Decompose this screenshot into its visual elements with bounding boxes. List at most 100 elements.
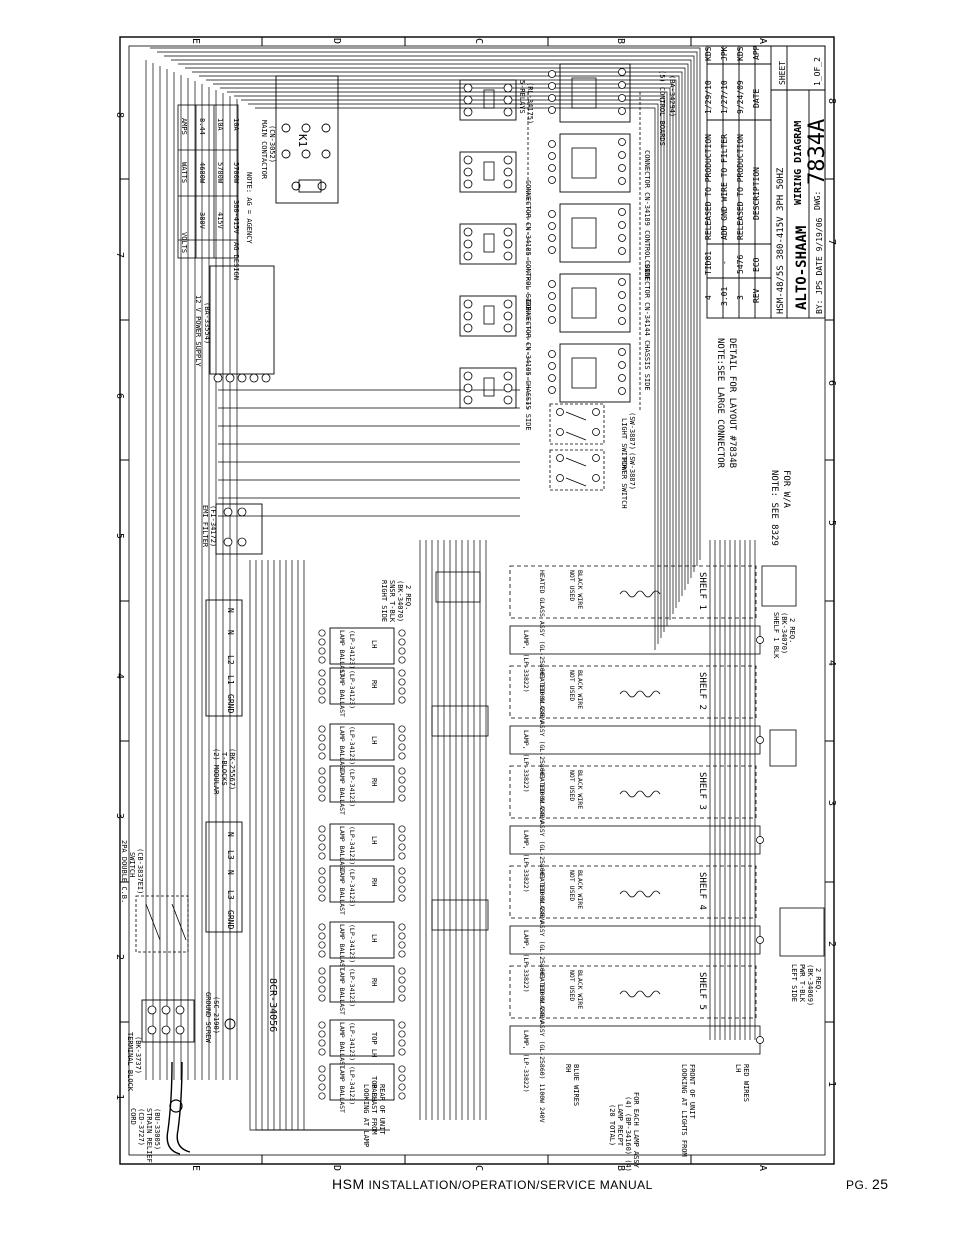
wire — [255, 560, 310, 1131]
lamp-recept-note: FOR EACH LAMP ASSY — [632, 1092, 640, 1169]
main-contactor: K1 MAIN CONTACTOR (CN-3052) — [260, 75, 339, 204]
wire — [178, 63, 689, 584]
revision-eco: - — [720, 260, 729, 265]
wire — [171, 59, 692, 578]
title-header-description: DESCRIPTION — [752, 167, 761, 220]
terminal-n: N — [226, 870, 235, 875]
emi-filter: EMI FILTER (FI-34172) — [201, 503, 263, 555]
cord-strain-relief: CORD (CD-3727) STRAIN RELIEF (BU-33005) — [129, 1061, 191, 1163]
lamp-ballast: LAMP BALLAST(LP-34123) TOP RH — [318, 1063, 406, 1113]
revision-app: KDS — [736, 46, 745, 61]
black-wire-label: BLACK WIRE — [576, 970, 584, 1009]
lh-red-note-2: RED WIRES — [742, 1064, 750, 1102]
looking-ballast-note-3: REAR OF UNIT — [378, 1084, 386, 1135]
title-block: REV ECO DESCRIPTION DATE APP 4 TID81 REL… — [704, 45, 830, 319]
control-board-bank — [548, 63, 631, 403]
company-logo: ALTO-SHAAM — [794, 226, 810, 310]
shelf-label: SHELF 2 — [697, 672, 707, 710]
heated-glass-label: HEATED GLASS ASSY (GL-25860) 1100W 240V — [538, 870, 546, 1023]
lamp-label: LAMP, (LP-33822) — [522, 630, 530, 693]
modular-label: (2) MODULAR — [212, 748, 220, 795]
emi-filter-part: (FI-34172) — [209, 505, 217, 547]
cord-part: (CD-3727) — [137, 1108, 145, 1146]
by-line: BY: JPS DATE 9/19/06 — [815, 217, 824, 314]
lamp-ballast: LAMP BALLAST(LP-34123)LH — [318, 921, 406, 971]
title-header-rev: REV — [752, 288, 761, 303]
table-note: AG DESIGN — [232, 242, 240, 280]
title-header-app: APP — [752, 45, 761, 60]
lamp-recept-note-2: (4) (BP-34160) (4) — [624, 1096, 632, 1172]
lamp-ballast: LAMP BALLAST(LP-34123)TOP LH — [318, 1019, 406, 1069]
revision-description: RELEASED TO PRODUCTION — [736, 134, 745, 240]
heated-glass-label: HEATED GLASS ASSY (GL-25860) 1100W 240V — [538, 770, 546, 923]
footer-manual-title: INSTALLATION/OPERATION/SERVICE MANUAL — [368, 1178, 653, 1192]
wa-note-2: FOR W/A — [781, 470, 791, 509]
lamp-ballast-label: LAMP BALLAST — [338, 1066, 346, 1113]
sheet-frame — [119, 36, 835, 1165]
relay — [459, 151, 517, 193]
control-board — [548, 203, 631, 263]
lamp-ballast-part: (LP-34123) — [348, 924, 356, 963]
not-used-label: NOT USED — [568, 970, 576, 1001]
terminal-l3: L3 — [226, 890, 235, 900]
right-side-label-3: (BK-34070) — [396, 580, 404, 622]
grid-number: 7 — [826, 239, 837, 245]
double-pole-breaker — [135, 895, 189, 953]
lamp-ballast-label: LAMP BALLAST — [338, 826, 346, 873]
table-header: WATTS — [180, 162, 188, 183]
grid-number: 1 — [826, 1081, 837, 1087]
power-switch-label: POWER SWITCH — [620, 458, 628, 509]
wire — [199, 75, 680, 602]
shelf-label: SHELF 4 — [697, 872, 707, 910]
wire — [206, 79, 677, 608]
lamp-ballast-label: LAMP BALLAST — [338, 968, 346, 1015]
shelf-label: SHELF 5 — [697, 972, 707, 1010]
main-contactor-label: MAIN CONTACTOR — [260, 120, 268, 180]
modular-label-3: (BK-25567) — [228, 748, 236, 790]
lamp-ballast: LAMP BALLAST(LP-34123)RH — [318, 765, 406, 815]
modular-t-block-lower: L3 N L3 N GRND — [205, 821, 243, 933]
grid-letter: A — [757, 38, 768, 44]
heated-glass-label: HEATED GLASS ASSY (GL-25860) 1100W 240V — [538, 970, 546, 1123]
grid-number: 6 — [114, 393, 125, 399]
shelf-label: SHELF 1 — [697, 572, 707, 610]
wire — [185, 67, 686, 590]
right-side-label-4: 2 REQ. — [404, 585, 412, 610]
connector-chassis-side-1: CONNECTOR CN-34195 CHASSIS SIDE — [524, 300, 532, 431]
wiring-bundles — [145, 47, 756, 1131]
control-board — [548, 343, 631, 403]
light-switch-part: (SW-3887) — [628, 412, 636, 450]
lamp-ballast: LAMP BALLAST(LP-34123)RH — [318, 965, 406, 1015]
not-used-label: NOT USED — [568, 570, 576, 601]
grid-number: 4 — [114, 673, 125, 679]
lh-red-note: LH — [734, 1064, 742, 1072]
left-side-label-3: (BK-34069) — [806, 964, 814, 1006]
ground-screw-part: (SC-2190) — [212, 996, 220, 1034]
wire — [192, 71, 683, 596]
black-wire-label: BLACK WIRE — [576, 570, 584, 609]
right-side-sensor-block: RIGHT SIDE SNSR T-BLK (BK-34070) 2 REQ. — [380, 571, 481, 623]
lamp-ballast-label: LAMP BALLAST — [338, 768, 346, 815]
ballast-side-label: RH — [370, 878, 378, 886]
ballast-side-label: TOP LH — [370, 1032, 378, 1057]
cord-label: CORD — [129, 1108, 137, 1125]
ballast-side-label: TOP RH — [370, 1076, 378, 1101]
grid-number: 3 — [114, 813, 125, 819]
voltage-table: VOLTS WATTS AMPS 380V 4680W 8.44 415V 57… — [177, 104, 253, 280]
table-cell: 10A — [216, 118, 224, 131]
terminal-n: N — [226, 608, 235, 613]
lamp-ballast-part: (LP-34123) — [348, 1066, 356, 1105]
relay — [459, 295, 517, 337]
terminal-l3: L3 — [226, 850, 235, 860]
light-switch-label: LIGHT SWITCH — [620, 418, 628, 469]
grid-letter: D — [331, 38, 342, 44]
ballast-side-label: LH — [370, 934, 378, 942]
table-cell: 10A — [232, 118, 240, 131]
table-cell: 5700W — [232, 162, 240, 184]
right-side-label: RIGHT SIDE — [380, 580, 388, 622]
wire — [241, 99, 662, 638]
grid-number: 1 — [114, 1094, 125, 1100]
